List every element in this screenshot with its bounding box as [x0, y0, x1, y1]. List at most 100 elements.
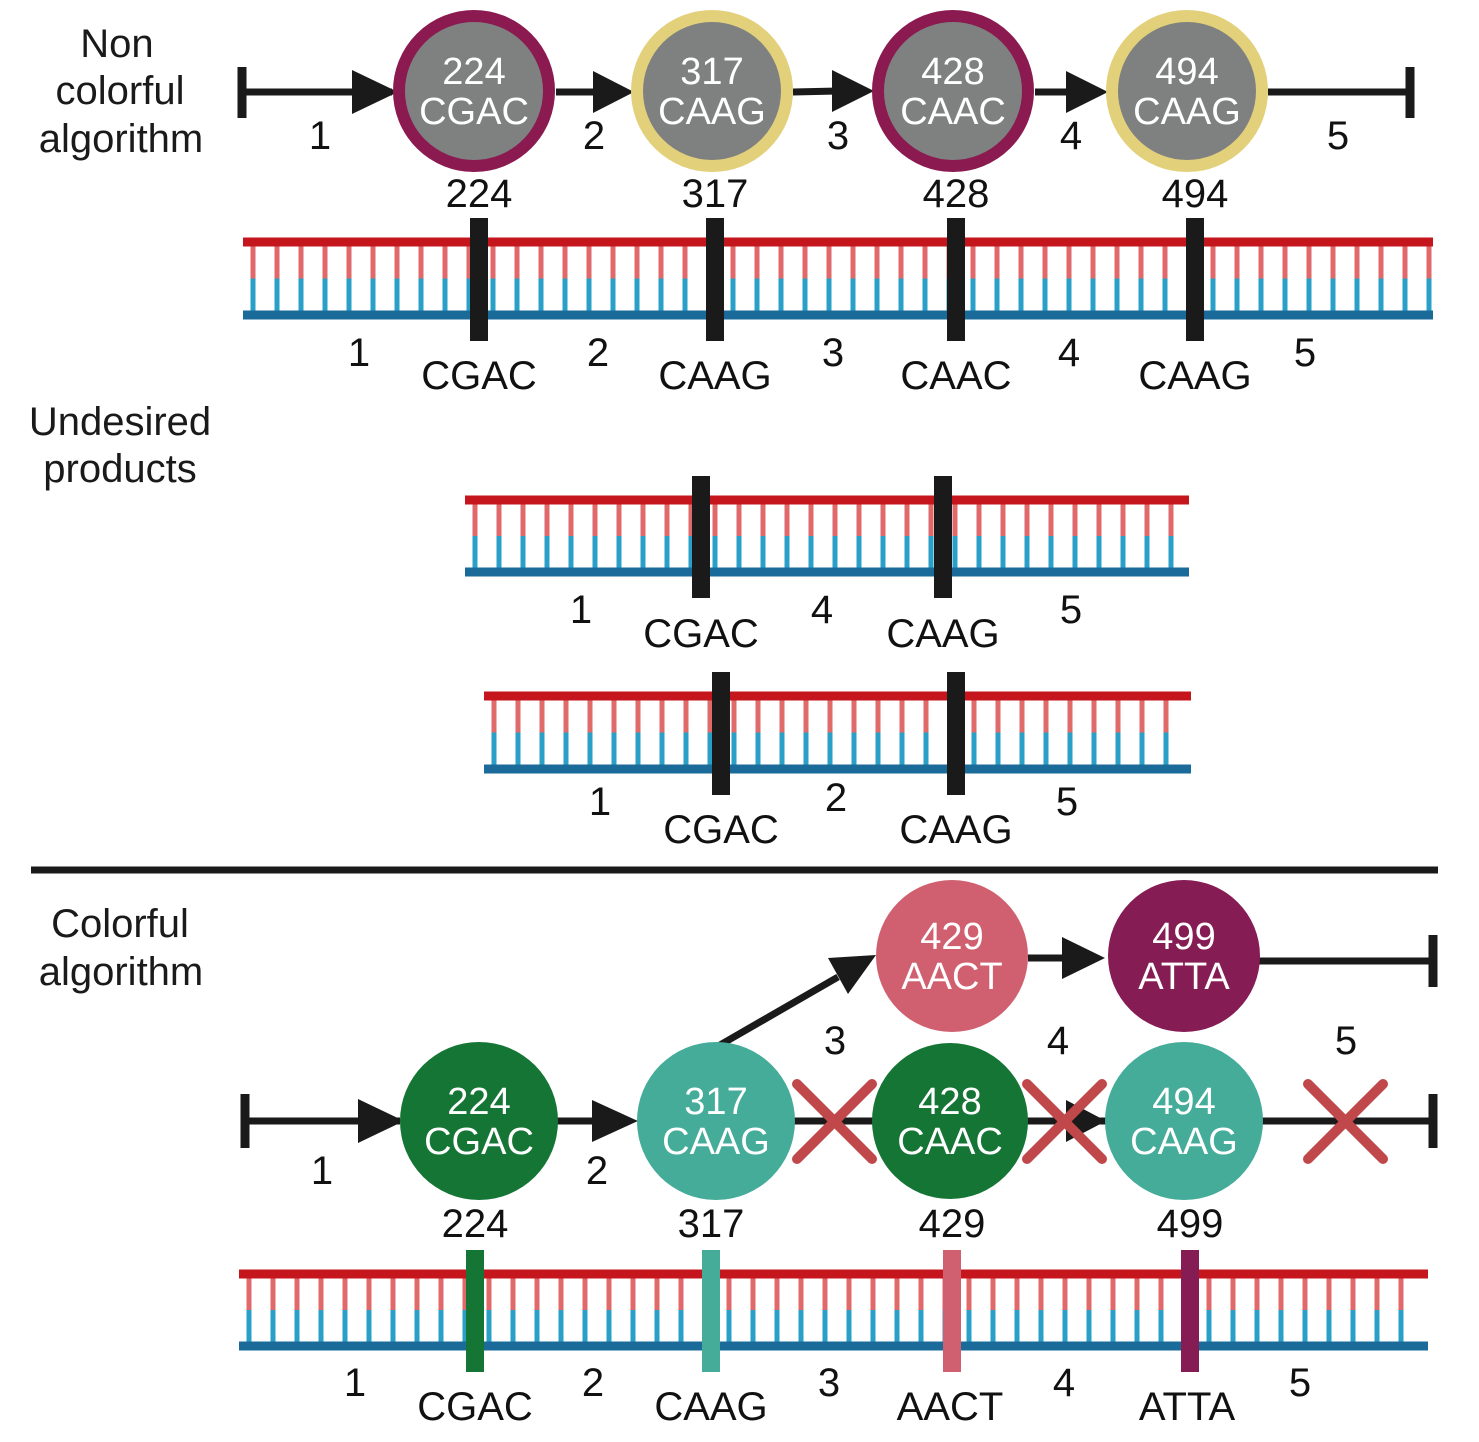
dna-strand-colorful [239, 1250, 1428, 1372]
undesired-product-1-labels: 1 4 5 CGAC CAAG [570, 588, 1082, 656]
edge-label: 2 [583, 114, 605, 158]
edge-arrow [718, 973, 840, 1049]
restriction-site-marker [712, 672, 730, 795]
arrowhead-icon [832, 70, 874, 112]
blocked-edge-cross-icon [792, 1079, 877, 1164]
site-position: 494 [1162, 172, 1229, 216]
node-sequence: CAAC [900, 91, 1006, 133]
restriction-site-marker [943, 1250, 961, 1372]
node-number: 224 [442, 51, 505, 93]
edge-label: 5 [1335, 1019, 1357, 1063]
segment-label: 3 [822, 331, 844, 375]
node-number: 224 [447, 1081, 510, 1123]
segment-label: 1 [344, 1361, 366, 1405]
node-circle [400, 1042, 558, 1200]
dna-strand-undesired-2 [484, 672, 1191, 795]
section-title-line: products [43, 447, 196, 491]
node-sequence: CGAC [424, 1121, 534, 1163]
arrowhead-icon [352, 70, 398, 114]
node-circle [1108, 880, 1260, 1032]
dna-strand-non-colorful [243, 218, 1433, 341]
restriction-site-marker [934, 476, 952, 598]
colorful-path-graph: 429 AACT 499 ATTA 224 CGAC 317 CAAG [240, 880, 1438, 1200]
segment-label: 1 [348, 331, 370, 375]
site-sequence: CAAG [886, 612, 999, 656]
site-sequence: ATTA [1139, 1385, 1236, 1429]
section-title-line: algorithm [39, 117, 204, 161]
segment-label: 5 [1294, 331, 1316, 375]
graph-node: 429 AACT [876, 880, 1028, 1032]
graph-node: 494 CAAG [1106, 10, 1268, 172]
edge-label: 1 [311, 1149, 333, 1193]
segment-label: 4 [1058, 331, 1080, 375]
undesired-product-2-labels: 1 2 5 CGAC CAAG [589, 776, 1078, 852]
arrowhead-icon [1066, 71, 1108, 113]
node-circle [631, 10, 793, 172]
segment-label: 4 [1053, 1361, 1075, 1405]
site-sequence: CAAC [900, 354, 1011, 398]
edge-arrow [792, 87, 839, 96]
arrowhead-icon [592, 1100, 638, 1142]
edge-label: 4 [1047, 1019, 1069, 1063]
node-number: 494 [1155, 51, 1218, 93]
section-title-line: Non [80, 22, 153, 66]
restriction-site-marker [470, 218, 488, 341]
segment-label: 5 [1289, 1361, 1311, 1405]
dna-strand-undesired-1 [465, 476, 1189, 598]
node-circle [872, 1043, 1028, 1199]
non-colorful-path-graph: 224 CGAC 317 CAAG 428 CAAC 494 CAAG 1 2 … [237, 10, 1415, 172]
section-title-line: Colorful [51, 902, 189, 946]
node-sequence: AACT [901, 956, 1002, 998]
site-sequence: AACT [897, 1385, 1004, 1429]
node-circle [637, 1042, 795, 1200]
restriction-site-marker [692, 476, 710, 598]
site-position: 317 [682, 172, 749, 216]
node-sequence: CAAG [1133, 91, 1241, 133]
segment-label: 2 [582, 1361, 604, 1405]
node-number: 317 [680, 51, 743, 93]
arrowhead-icon [358, 1099, 404, 1143]
segment-label: 5 [1056, 780, 1078, 824]
restriction-site-marker [706, 218, 724, 341]
colorful-title: Colorful algorithm [39, 902, 204, 994]
restriction-site-marker [947, 218, 965, 341]
edge-label: 4 [1060, 114, 1082, 158]
site-sequence: CGAC [417, 1385, 533, 1429]
node-circle [1105, 1042, 1263, 1200]
segment-label: 3 [818, 1361, 840, 1405]
edge-label: 5 [1327, 114, 1349, 158]
section-title-line: Undesired [29, 400, 211, 444]
site-sequence: CAAG [658, 354, 771, 398]
section-title-line: algorithm [39, 950, 204, 994]
node-number: 429 [920, 916, 983, 958]
non-colorful-dna-labels: 224 317 428 494 1 2 3 4 5 CGAC CAAG CAAC… [348, 172, 1316, 398]
site-sequence: CGAC [643, 612, 759, 656]
graph-node: 317 CAAG [631, 10, 793, 172]
colorful-dna-labels: 224 317 429 499 1 2 3 4 5 CGAC CAAG AACT… [344, 1202, 1311, 1429]
node-number: 317 [684, 1081, 747, 1123]
node-number: 494 [1152, 1081, 1215, 1123]
site-sequence: CAAG [899, 808, 1012, 852]
site-position: 429 [919, 1202, 986, 1246]
undesired-title: Undesired products [29, 400, 211, 491]
non-colorful-title: Non colorful algorithm [39, 22, 204, 161]
restriction-site-marker [466, 1250, 484, 1372]
site-position: 224 [442, 1202, 509, 1246]
graph-node: 494 CAAG [1105, 1042, 1263, 1200]
arrowhead-icon [593, 71, 634, 113]
segment-label: 2 [587, 331, 609, 375]
node-circle [393, 10, 555, 172]
node-number: 428 [921, 51, 984, 93]
site-position: 428 [923, 172, 990, 216]
restriction-site-marker [1186, 218, 1204, 341]
segment-label: 5 [1060, 588, 1082, 632]
site-sequence: CAAG [1138, 354, 1251, 398]
site-position: 499 [1157, 1202, 1224, 1246]
edge-label: 3 [824, 1019, 846, 1063]
arrowhead-icon [828, 955, 876, 994]
node-sequence: CGAC [419, 91, 529, 133]
node-sequence: CAAG [658, 91, 766, 133]
restriction-site-marker [1181, 1250, 1199, 1372]
